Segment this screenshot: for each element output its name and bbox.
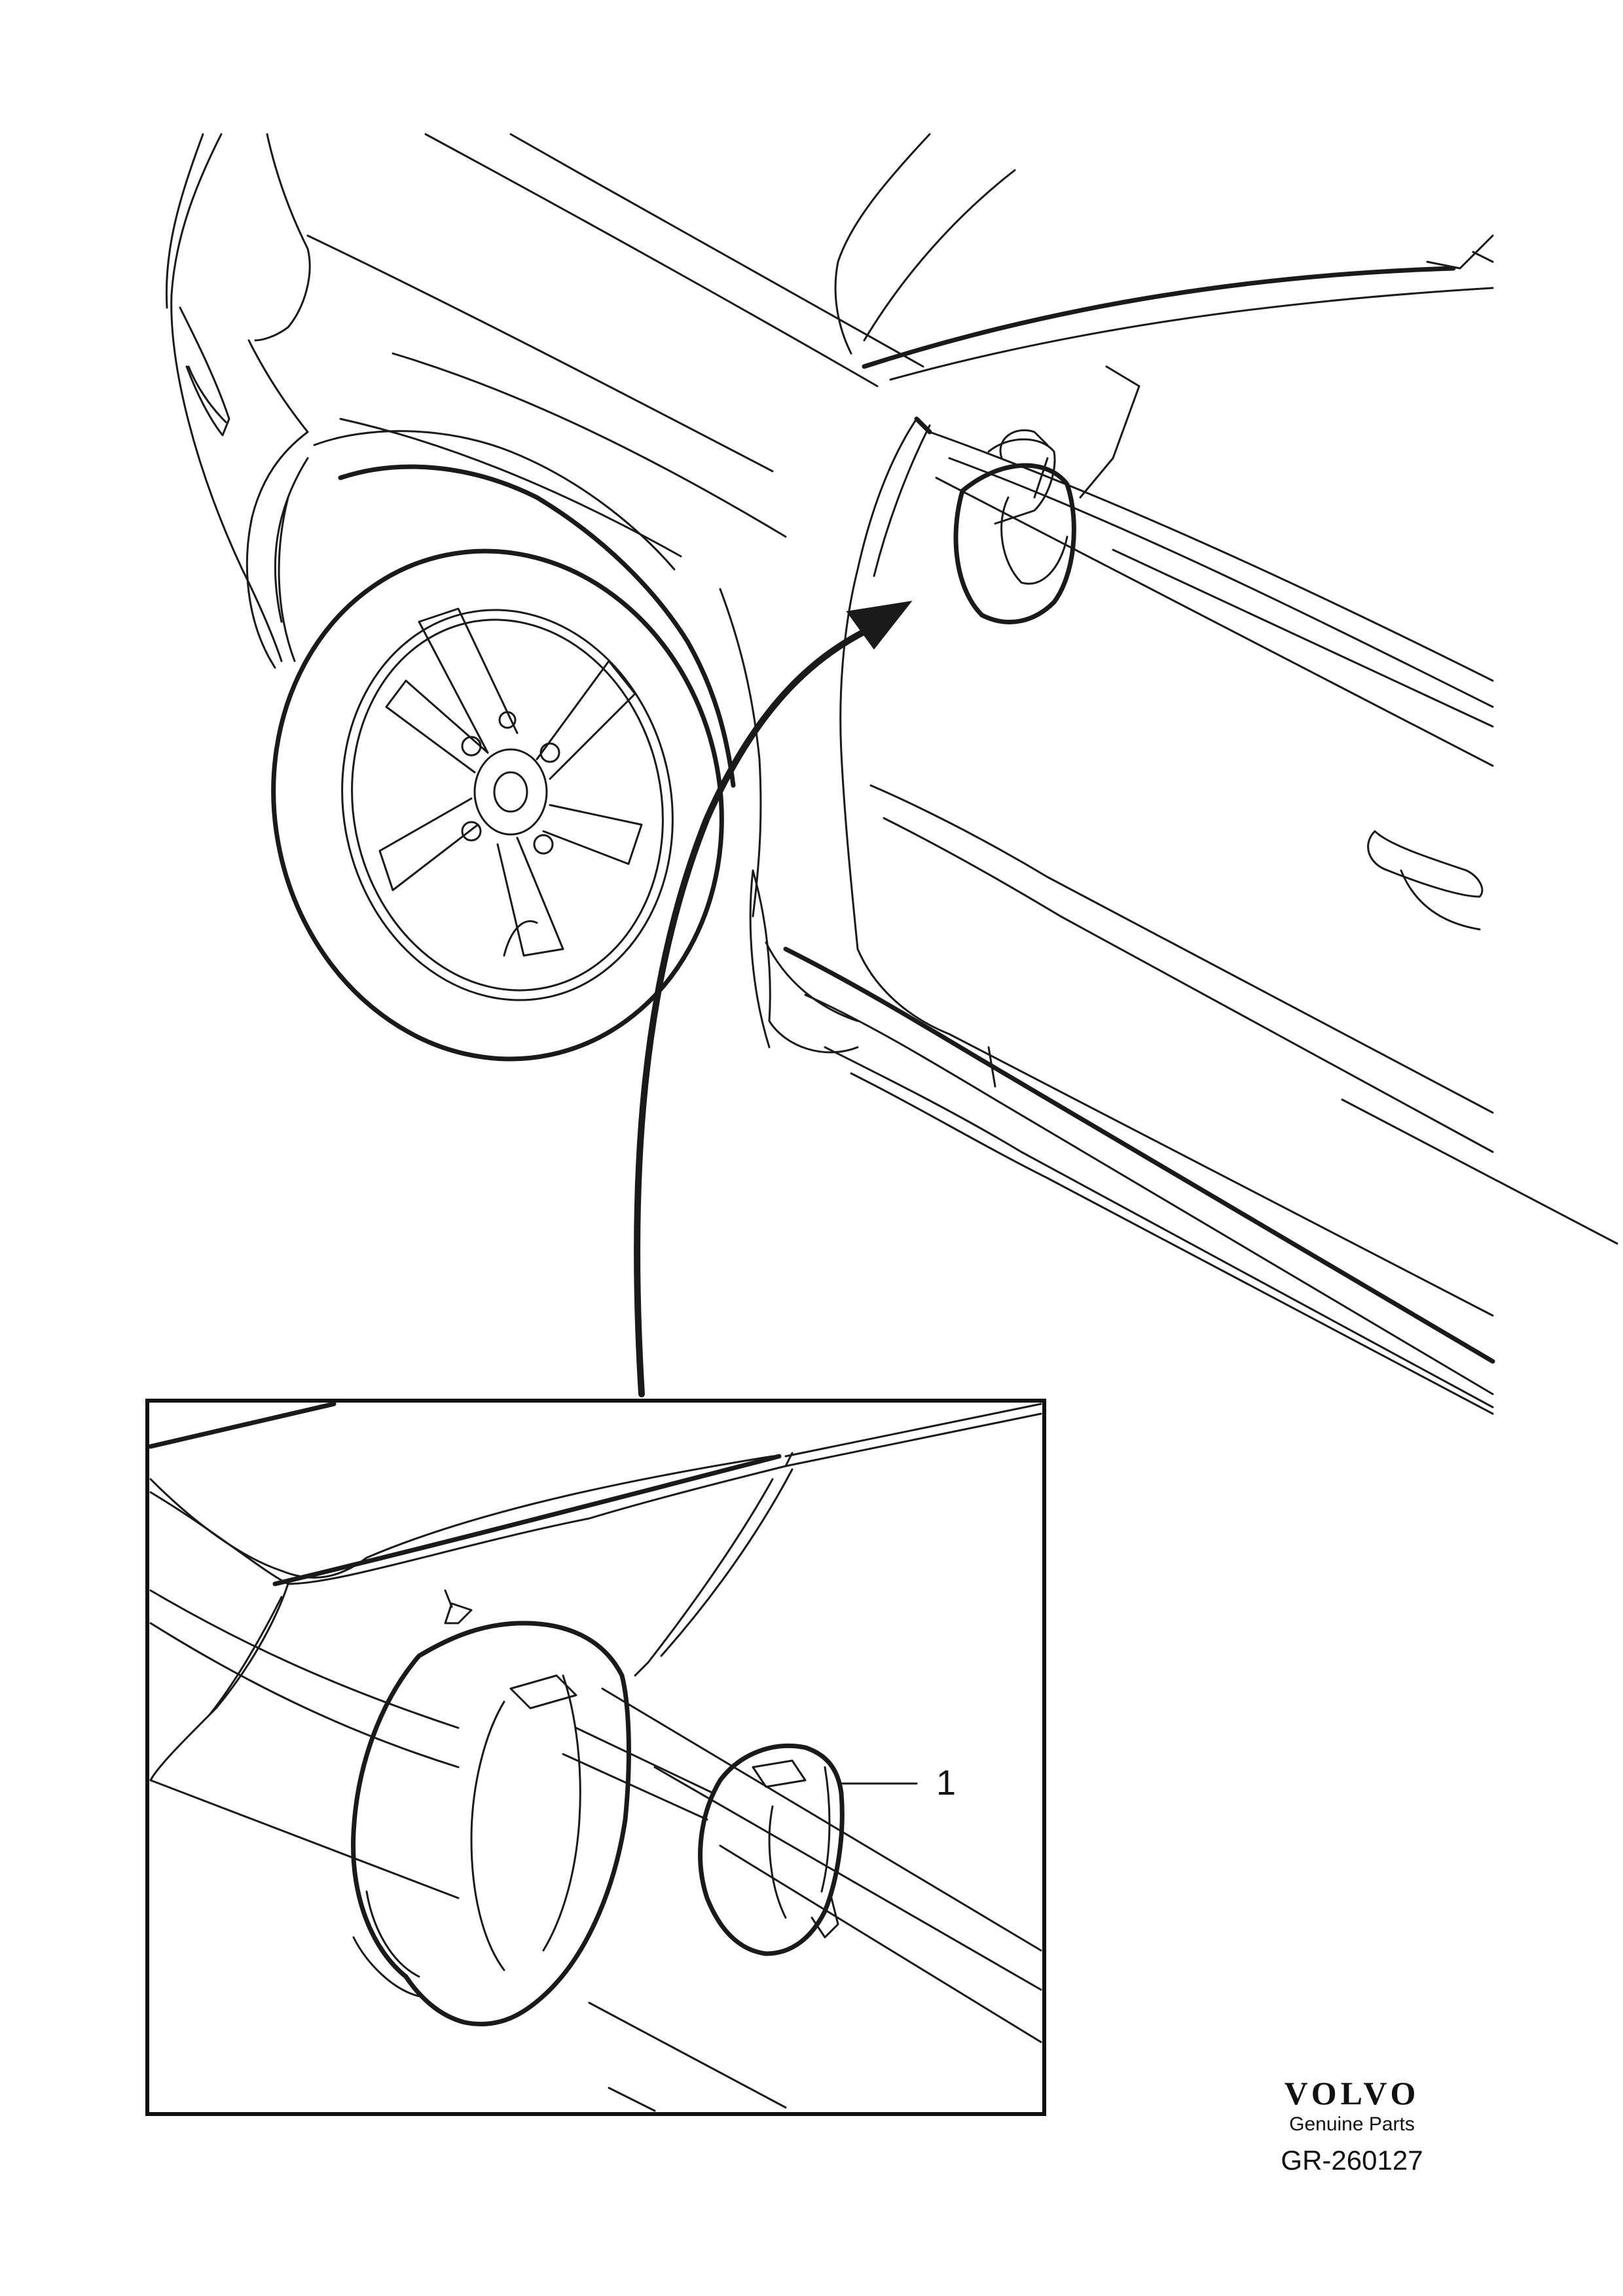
mirror-detail-drawing — [148, 1401, 1042, 2112]
genuine-parts-label: Genuine Parts — [1289, 2113, 1415, 2135]
callout-1-label: 1 — [936, 1763, 956, 1803]
detail-frame — [145, 1399, 1046, 2116]
figure-code: GR-260127 — [1281, 2145, 1423, 2176]
brand-block: VOLVO Genuine Parts GR-260127 — [1244, 2075, 1460, 2179]
car-front-quarter-drawing — [165, 133, 1618, 1415]
volvo-logo: VOLVO — [1284, 2075, 1420, 2111]
detail-leader-arrow — [634, 600, 913, 1397]
